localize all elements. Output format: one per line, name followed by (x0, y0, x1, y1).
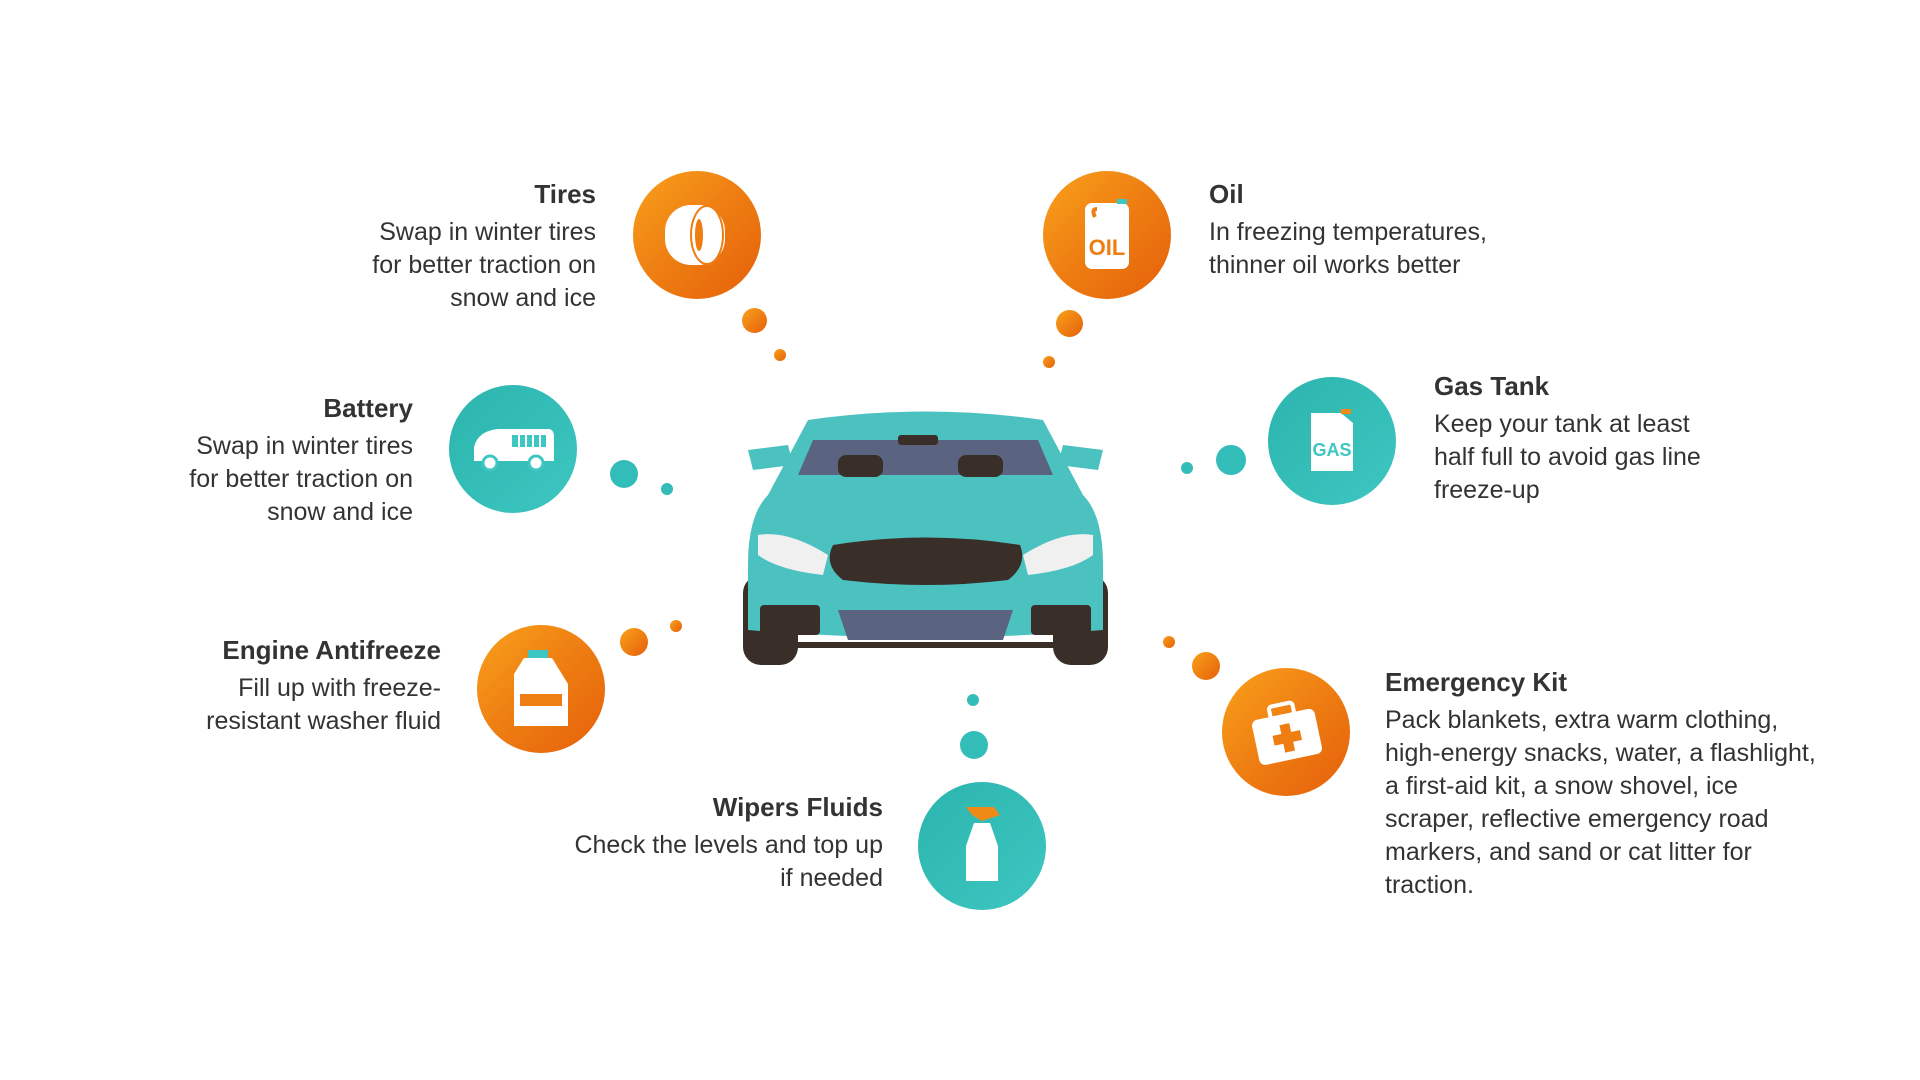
oil-title: Oil (1209, 179, 1244, 209)
connector-dot (610, 460, 638, 488)
battery-line: snow and ice (267, 498, 413, 526)
battery-text: Battery Swap in winter tires for better t… (189, 392, 413, 529)
connector-dot (661, 483, 673, 495)
tires-title: Tires (534, 179, 596, 209)
oil-line: In freezing temperatures, (1209, 218, 1487, 246)
gas-tank-line: half full to avoid gas line (1434, 443, 1701, 471)
connector-dot (670, 620, 682, 632)
antifreeze-title: Engine Antifreeze (222, 635, 441, 665)
connector-dot (1181, 462, 1193, 474)
emergency-kit-line: markers, and sand or cat litter for (1385, 838, 1752, 866)
oil-can-icon: OIL (1043, 171, 1171, 299)
tires-line: Swap in winter tires (379, 218, 596, 246)
wipers-line: Check the levels and top up (574, 831, 883, 859)
emergency-kit-text: Emergency Kit Pack blankets, extra warm … (1385, 666, 1816, 902)
connector-dot (967, 694, 979, 706)
wipers-line: if needed (780, 864, 883, 892)
car-illustration (743, 411, 1108, 665)
connector-dot (620, 628, 648, 656)
connector-dot (1192, 652, 1220, 680)
connector-dot (1043, 356, 1055, 368)
battery-title: Battery (323, 393, 413, 423)
gas-tank-line: Keep your tank at least (1434, 410, 1690, 438)
antifreeze-bottle-icon (477, 625, 605, 753)
battery-car-icon (449, 385, 577, 513)
oil-line: thinner oil works better (1209, 251, 1461, 279)
connector-dot (960, 731, 988, 759)
gas-tank-text: Gas Tank Keep your tank at least half ful… (1434, 370, 1701, 507)
oil-text: Oil In freezing temperatures, thinner oil… (1209, 178, 1487, 282)
tires-line: snow and ice (450, 284, 596, 312)
tires-line: for better traction on (372, 251, 596, 279)
gas-icon-label: GAS (1312, 440, 1351, 460)
connector-dot (1056, 310, 1083, 337)
battery-line: for better traction on (189, 465, 413, 493)
gas-tank-title: Gas Tank (1434, 371, 1550, 401)
gas-can-icon: GAS (1268, 377, 1396, 505)
oil-icon-label: OIL (1089, 235, 1126, 260)
spray-bottle-icon (918, 782, 1046, 910)
emergency-kit-line: high-energy snacks, water, a flashlight, (1385, 739, 1816, 767)
connector-dot (1216, 445, 1246, 475)
battery-line: Swap in winter tires (196, 432, 413, 460)
emergency-kit-line: traction. (1385, 871, 1474, 899)
connector-dot (1163, 636, 1175, 648)
first-aid-kit-icon (1222, 668, 1350, 796)
wipers-text: Wipers Fluids Check the levels and top u… (574, 791, 883, 895)
tires-text: Tires Swap in winter tires for better tra… (372, 178, 596, 315)
tire-icon (633, 171, 761, 299)
emergency-kit-line: Pack blankets, extra warm clothing, (1385, 706, 1779, 734)
emergency-kit-title: Emergency Kit (1385, 667, 1568, 697)
wipers-title: Wipers Fluids (712, 792, 883, 822)
antifreeze-line: Fill up with freeze- (238, 674, 441, 702)
connector-dot (774, 349, 786, 361)
connector-dot (742, 308, 767, 333)
emergency-kit-line: scraper, reflective emergency road (1385, 805, 1769, 833)
emergency-kit-line: a first-aid kit, a snow shovel, ice (1385, 772, 1738, 800)
antifreeze-line: resistant washer fluid (206, 707, 441, 735)
gas-tank-line: freeze-up (1434, 476, 1540, 504)
antifreeze-text: Engine Antifreeze Fill up with freeze-re… (206, 634, 441, 738)
